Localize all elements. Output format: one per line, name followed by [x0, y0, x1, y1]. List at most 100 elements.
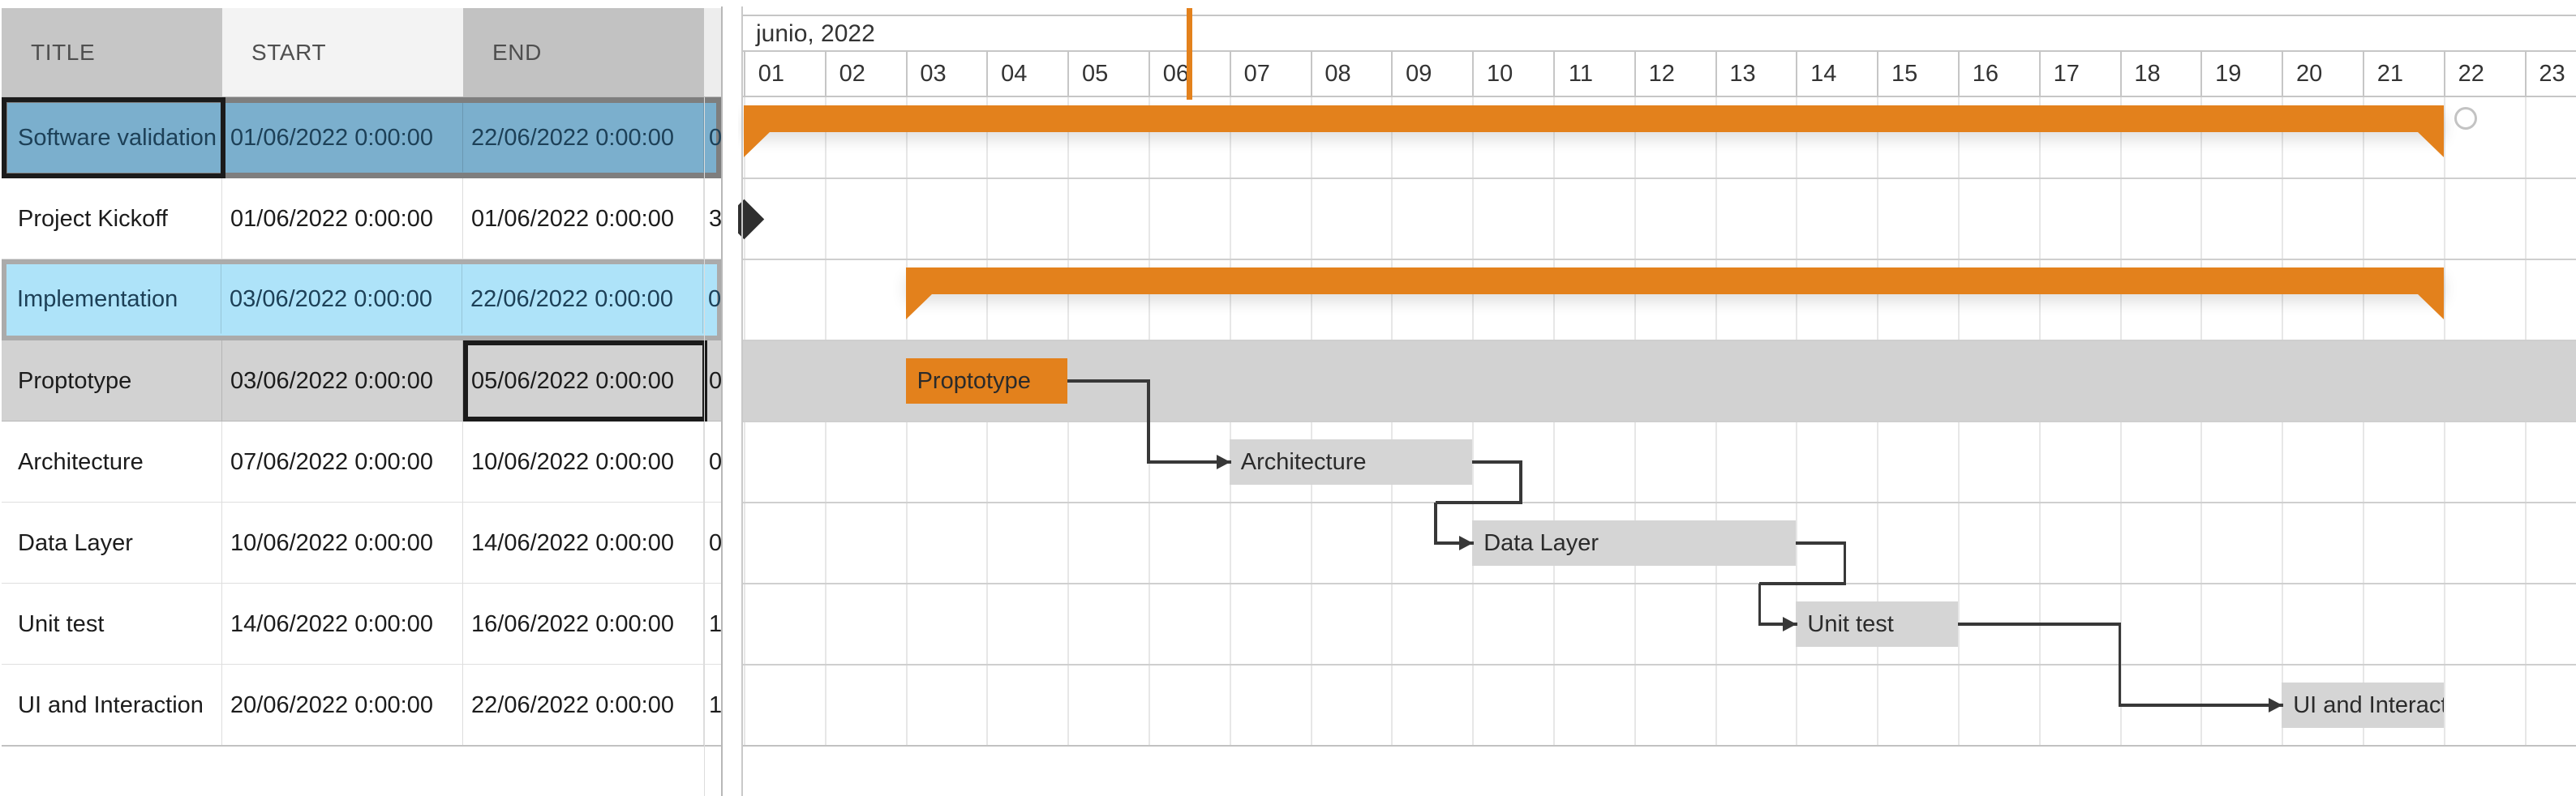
timeline-day-10: 10	[1472, 50, 1553, 97]
row-gridline	[741, 664, 2576, 665]
column-header-start[interactable]: START	[222, 8, 463, 97]
row-gridline	[741, 502, 2576, 503]
dependency-line	[2118, 624, 2122, 707]
extra-cell-unit-test[interactable]: 1	[704, 584, 722, 665]
dependency-line	[1796, 541, 1847, 545]
timeline-day-06: 06	[1148, 50, 1230, 97]
extra-cell-project-kickoff[interactable]: 3	[704, 178, 722, 259]
gantt-bar-label-ui-and-interaction: UI and Interaction	[2293, 692, 2444, 718]
gantt-bar-data-layer[interactable]: Data Layer	[1472, 520, 1797, 566]
today-marker-line	[1186, 8, 1192, 100]
column-header-title[interactable]: TITLE	[2, 8, 222, 97]
dependency-line	[1436, 501, 1522, 504]
timeline-day-14: 14	[1796, 50, 1877, 97]
gantt-bar-label-unit-test: Unit test	[1807, 611, 1894, 637]
end-date-cell-data-layer[interactable]: 14/06/2022 0:00:00	[463, 503, 704, 584]
timeline-day-04: 04	[986, 50, 1067, 97]
timeline-day-21: 21	[2363, 50, 2444, 97]
title-cell-project-kickoff[interactable]: Project Kickoff	[2, 178, 222, 259]
start-date-cell-proptotype[interactable]: 03/06/2022 0:00:00	[222, 340, 463, 422]
start-date-cell-architecture[interactable]: 07/06/2022 0:00:00	[222, 422, 463, 503]
start-date-cell-software-validation[interactable]: 01/06/2022 0:00:00	[222, 103, 463, 173]
column-extra-left-border	[704, 97, 705, 796]
title-cell-implementation[interactable]: Implementation	[1, 264, 221, 334]
dependency-line	[1958, 623, 2122, 626]
row-gridline	[741, 583, 2576, 584]
end-date-cell-project-kickoff[interactable]: 01/06/2022 0:00:00	[463, 178, 704, 259]
end-date-cell-implementation[interactable]: 22/06/2022 0:00:00	[462, 264, 703, 334]
row-gridline	[741, 745, 2576, 747]
summary-left-hook	[905, 293, 933, 319]
gantt-bar-unit-test[interactable]: Unit test	[1796, 601, 1958, 647]
column-header-end[interactable]: END	[463, 8, 704, 97]
gantt-bar-proptotype[interactable]: Proptotype	[905, 358, 1068, 404]
progress-drag-handle[interactable]	[2454, 107, 2477, 130]
dependency-line	[1472, 460, 1522, 464]
extra-cell-software-validation[interactable]: 0	[709, 125, 722, 151]
dependency-arrowhead	[2269, 698, 2283, 713]
gantt-bar-architecture[interactable]: Architecture	[1229, 439, 1473, 485]
start-date-cell-data-layer[interactable]: 10/06/2022 0:00:00	[222, 503, 463, 584]
row-gridline	[741, 178, 2576, 179]
extra-cell-ui-and-interaction[interactable]: 1	[704, 665, 722, 746]
title-cell-proptotype[interactable]: Proptotype	[2, 340, 222, 422]
start-date-cell-project-kickoff[interactable]: 01/06/2022 0:00:00	[222, 178, 463, 259]
start-date-cell-implementation[interactable]: 03/06/2022 0:00:00	[221, 264, 462, 334]
gantt-summary-bar-software-validation[interactable]	[744, 105, 2444, 157]
start-date-cell-ui-and-interaction[interactable]: 20/06/2022 0:00:00	[222, 665, 463, 746]
extra-cell-data-layer[interactable]: 0	[704, 503, 722, 584]
title-cell-architecture[interactable]: Architecture	[2, 422, 222, 503]
timeline-day-01: 01	[744, 50, 825, 97]
dependency-line	[1519, 462, 1522, 504]
gantt-bar-label-proptotype: Proptotype	[917, 368, 1031, 394]
title-cell-software-validation[interactable]: Software validation	[2, 103, 222, 173]
chart-header-top-border	[741, 15, 2576, 16]
gantt-bar-ui-and-interaction[interactable]: UI and Interaction	[2282, 683, 2444, 728]
table-right-border	[721, 6, 723, 796]
end-date-cell-ui-and-interaction[interactable]: 22/06/2022 0:00:00	[463, 665, 704, 746]
extra-cell-implementation[interactable]: 0	[708, 286, 721, 312]
gantt-bar-label-architecture: Architecture	[1240, 449, 1367, 475]
end-date-cell-unit-test[interactable]: 16/06/2022 0:00:00	[463, 584, 704, 665]
timeline-day-18: 18	[2119, 50, 2201, 97]
dependency-arrowhead	[1459, 536, 1474, 550]
row-gridline	[741, 340, 2576, 341]
title-cell-ui-and-interaction[interactable]: UI and Interaction	[2, 665, 222, 746]
dependency-arrowhead	[1783, 617, 1797, 631]
chart-header-tier-divider	[741, 50, 2576, 52]
title-cell-unit-test[interactable]: Unit test	[2, 584, 222, 665]
timeline-day-17: 17	[2038, 50, 2120, 97]
summary-right-hook	[2416, 293, 2444, 319]
title-cell-data-layer[interactable]: Data Layer	[2, 503, 222, 584]
timeline-day-09: 09	[1391, 50, 1472, 97]
end-date-cell-architecture[interactable]: 10/06/2022 0:00:00	[463, 422, 704, 503]
table-bottom-border	[2, 745, 722, 747]
extra-cell-architecture[interactable]: 0	[704, 422, 722, 503]
pane-splitter[interactable]	[723, 0, 738, 796]
end-date-cell-proptotype[interactable]: 05/06/2022 0:00:00	[463, 340, 704, 422]
table-header-bottom-border	[2, 96, 722, 97]
timeline-day-16: 16	[1958, 50, 2039, 97]
start-date-cell-unit-test[interactable]: 14/06/2022 0:00:00	[222, 584, 463, 665]
dependency-line	[1067, 379, 1150, 383]
dependency-line	[1436, 541, 1474, 545]
extra-cell-proptotype[interactable]: 0	[704, 340, 722, 422]
timeline-day-15: 15	[1877, 50, 1958, 97]
timeline-day-05: 05	[1067, 50, 1148, 97]
end-date-cell-software-validation[interactable]: 22/06/2022 0:00:00	[463, 103, 704, 173]
gantt-summary-bar-implementation[interactable]	[905, 267, 2444, 319]
dependency-line	[2119, 704, 2283, 707]
dependency-line	[1147, 381, 1150, 464]
dependency-line	[1843, 543, 1847, 585]
timeline-day-20: 20	[2282, 50, 2363, 97]
